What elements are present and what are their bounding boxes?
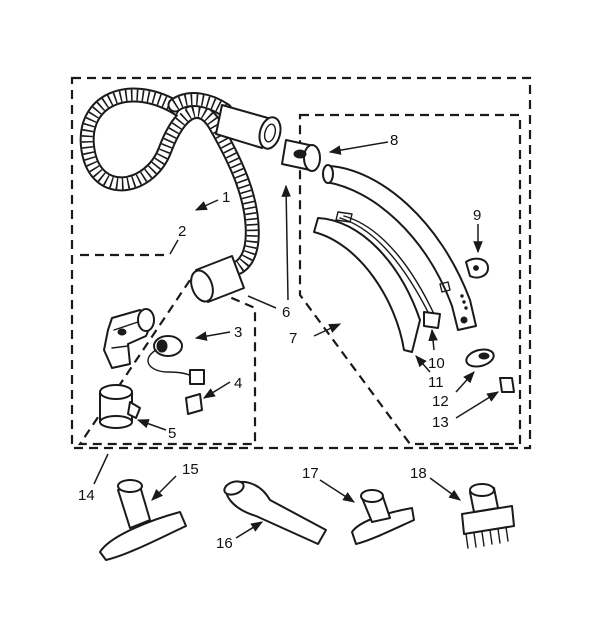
handle-fitting-part: [281, 139, 321, 172]
callout-7: 7: [289, 330, 297, 347]
group-box-7: [298, 113, 522, 446]
callout-4: 4: [234, 375, 242, 392]
upholstery-tool-part: [351, 489, 415, 545]
callout-12: 12: [432, 393, 449, 410]
callout-15: 15: [182, 461, 199, 478]
cap-12-part: [465, 348, 495, 368]
dust-brush-part: [461, 483, 515, 549]
crevice-tool-part: [223, 480, 327, 545]
swivel-elbow-part: [103, 308, 155, 369]
handle-tube-part: [322, 164, 477, 331]
callout-5: 5: [168, 425, 176, 442]
callout-8: 8: [390, 132, 398, 149]
callout-18: 18: [410, 465, 427, 482]
callout-1: 1: [222, 189, 230, 206]
callout-16: 16: [216, 535, 233, 552]
callout-13: 13: [432, 414, 449, 431]
hose-part: [79, 87, 282, 303]
wire-strip-part: [313, 211, 441, 353]
callout-3: 3: [234, 324, 242, 341]
callout-14: 14: [78, 487, 95, 504]
callout-2: 2: [178, 223, 186, 240]
cord-connector-part: [147, 335, 205, 385]
coupling-part: [99, 384, 141, 429]
callout-9: 9: [473, 207, 481, 224]
assembly-boundary: [70, 76, 532, 450]
leader-lines: [93, 141, 500, 539]
floor-brush-part: [99, 479, 187, 561]
clip-part: [185, 393, 203, 415]
tab-13-part: [499, 377, 515, 393]
group-box-2: [77, 253, 257, 446]
callout-6: 6: [282, 304, 290, 321]
callout-10: 10: [428, 355, 445, 372]
callout-17: 17: [302, 465, 319, 482]
clip-9-part: [465, 257, 489, 279]
callout-11: 11: [428, 374, 444, 391]
